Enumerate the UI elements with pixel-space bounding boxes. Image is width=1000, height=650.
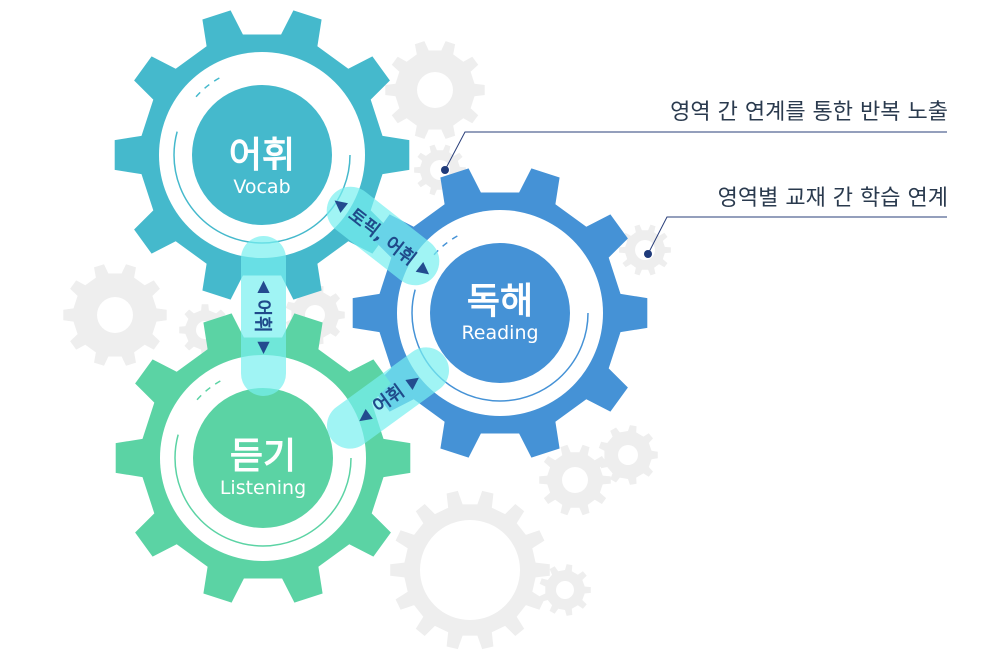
listening-title: 듣기: [229, 436, 297, 478]
arrow-down-icon: ▼: [257, 337, 270, 356]
vocab-subtitle: Vocab: [233, 175, 291, 198]
gear-hole: [97, 297, 133, 333]
cycle-arrow-icon: [174, 369, 352, 547]
vocab-gear-label: 어휘 Vocab: [229, 136, 295, 198]
arrow-right-icon: ▶: [402, 368, 424, 392]
link-vocab-listening-label: 어휘: [251, 299, 273, 333]
gear-hole: [562, 467, 588, 493]
leader-dot: [441, 166, 449, 174]
link-vocab-listening: ▲ 어휘 ▼: [241, 236, 286, 396]
reading-title: 독해: [466, 281, 534, 323]
leader-dot: [644, 250, 652, 258]
reading-core: [430, 243, 570, 383]
note-textbook-link: 영역별 교재 간 학습 연계: [717, 186, 948, 211]
reading-subtitle: Reading: [461, 321, 539, 344]
gear-hole: [556, 581, 574, 599]
vocab-core: [192, 85, 332, 225]
gear-hole: [635, 240, 655, 260]
note-repeated-exposure: 영역 간 연계를 통한 반복 노출: [670, 100, 948, 125]
vocab-title: 어휘: [228, 135, 296, 177]
gear-hole: [417, 72, 453, 108]
link-listening-reading-label: 어휘: [369, 380, 409, 418]
gear-hole: [618, 445, 638, 465]
arrow-up-icon: ▲: [257, 276, 270, 295]
listening-subtitle: Listening: [219, 476, 307, 499]
arrow-left-icon: ◀: [329, 191, 352, 215]
arrow-right-icon: ▶: [414, 257, 437, 281]
listening-gear-label: 듣기 Listening: [220, 437, 306, 499]
listening-core: [193, 388, 333, 528]
reading-gear-label: 독해 Reading: [461, 282, 538, 344]
gear-hole: [430, 160, 450, 180]
arrow-left-icon: ◀: [352, 404, 374, 428]
cycle-arrow-icon: [411, 224, 589, 402]
gear-hole: [420, 520, 520, 620]
leader-line: [444, 131, 947, 171]
leader-line: [647, 216, 947, 255]
